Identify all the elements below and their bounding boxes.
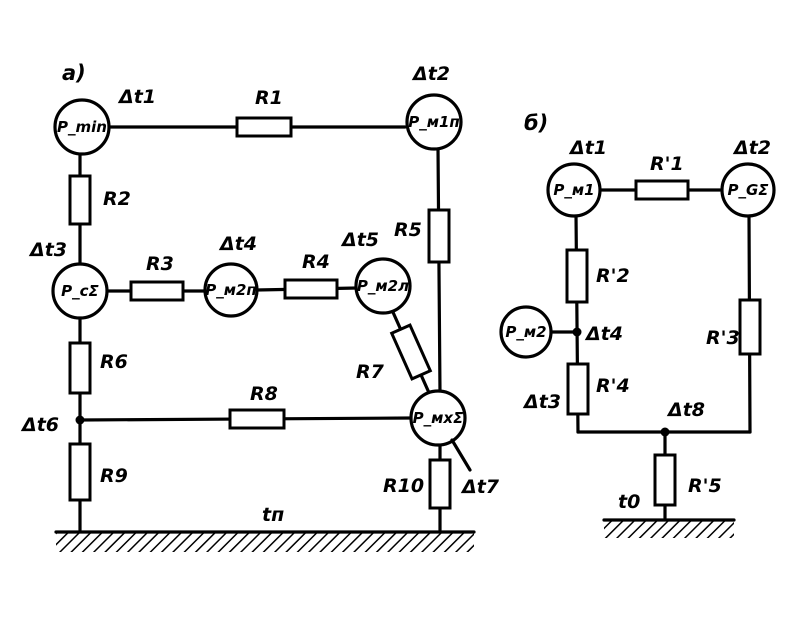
label-r6: R6 bbox=[100, 351, 128, 373]
node-pm2l: P_м2л bbox=[354, 257, 412, 315]
label-b-dt2: Δt2 bbox=[732, 137, 771, 159]
label-dt7: Δt7 bbox=[460, 476, 500, 498]
resistor-b-r5 bbox=[653, 453, 677, 507]
resistor-b-r3 bbox=[738, 298, 762, 356]
label-b-t0: t0 bbox=[618, 491, 640, 513]
wire-right bbox=[436, 146, 442, 395]
resistor-r2 bbox=[68, 174, 92, 226]
node-pmxs: P_мхΣ bbox=[409, 389, 467, 447]
resistor-r10 bbox=[428, 458, 452, 510]
label-b-r3: R'3 bbox=[706, 327, 740, 349]
ground-a-hatch bbox=[56, 532, 474, 552]
node-pm1n: P_м1п bbox=[405, 93, 463, 151]
junction-b-dt4 bbox=[572, 327, 582, 337]
panel-a-wires bbox=[78, 125, 442, 532]
node-pm2n-label: P_м2п bbox=[205, 281, 257, 299]
node-pcs: P_cΣ bbox=[51, 262, 109, 320]
resistor-r6 bbox=[68, 341, 92, 395]
panel-b-resistors bbox=[565, 179, 762, 507]
node-pcs-label: P_cΣ bbox=[61, 282, 99, 300]
label-b-r4: R'4 bbox=[596, 375, 630, 397]
label-r5: R5 bbox=[394, 219, 422, 241]
label-b-dt3: Δt3 bbox=[522, 391, 561, 413]
label-r2: R2 bbox=[103, 188, 131, 210]
panel-a-resistors bbox=[68, 116, 452, 510]
node-pm2n: P_м2п bbox=[203, 262, 259, 318]
node-pgs: P_GΣ bbox=[720, 162, 776, 218]
panel-a-label: а) bbox=[62, 61, 86, 85]
junction-dt6 bbox=[75, 415, 85, 425]
label-b-dt8: Δt8 bbox=[666, 399, 705, 421]
ground-b-hatch bbox=[604, 520, 734, 538]
resistor-r9 bbox=[68, 442, 92, 502]
label-r9: R9 bbox=[100, 465, 128, 487]
resistor-b-r1 bbox=[634, 179, 690, 201]
label-b-r2: R'2 bbox=[596, 265, 630, 287]
resistor-r5 bbox=[427, 208, 451, 264]
label-r4: R4 bbox=[302, 251, 330, 273]
label-dt1: Δt1 bbox=[117, 86, 156, 108]
label-dt5: Δt5 bbox=[340, 229, 379, 251]
leader-dt7 bbox=[450, 438, 472, 472]
resistor-r8 bbox=[228, 408, 286, 430]
label-b-dt1: Δt1 bbox=[568, 137, 607, 159]
node-pmin: P_min bbox=[53, 98, 111, 156]
junction-b-dt8 bbox=[660, 427, 670, 437]
panel-b: б) P_м1 bbox=[499, 111, 776, 538]
node-pmxs-label: P_мхΣ bbox=[413, 409, 464, 427]
label-dt6: Δt6 bbox=[20, 414, 59, 436]
label-r8: R8 bbox=[250, 383, 278, 405]
label-r3: R3 bbox=[146, 253, 174, 275]
resistor-r4 bbox=[283, 278, 339, 300]
node-pgs-label: P_GΣ bbox=[727, 181, 769, 199]
resistor-r3 bbox=[129, 280, 185, 302]
resistor-b-r2 bbox=[565, 248, 589, 304]
ground-b bbox=[602, 518, 736, 538]
node-pm1n-label: P_м1п bbox=[408, 113, 460, 131]
resistor-b-r4 bbox=[566, 362, 590, 416]
node-pm1: P_м1 bbox=[546, 162, 602, 218]
label-dt2: Δt2 bbox=[411, 63, 450, 85]
label-dt3: Δt3 bbox=[28, 239, 67, 261]
node-pmin-label: P_min bbox=[57, 118, 107, 136]
ground-a bbox=[54, 530, 476, 552]
resistor-r7 bbox=[389, 323, 433, 381]
label-b-r1: R'1 bbox=[650, 153, 684, 175]
label-b-dt4: Δt4 bbox=[584, 323, 623, 345]
label-tn: tп bbox=[262, 504, 284, 526]
resistor-r1 bbox=[235, 116, 293, 138]
panel-a: а) bbox=[20, 61, 500, 552]
node-pm2-label: P_м2 bbox=[505, 323, 546, 341]
label-r1: R1 bbox=[255, 87, 283, 109]
label-r7: R7 bbox=[356, 361, 385, 383]
panel-b-label: б) bbox=[524, 111, 548, 135]
label-dt4: Δt4 bbox=[218, 233, 257, 255]
node-pm2l-label: P_м2л bbox=[357, 277, 409, 295]
label-b-r5: R'5 bbox=[688, 475, 722, 497]
node-pm2: P_м2 bbox=[499, 305, 553, 359]
panel-b-wires bbox=[548, 188, 752, 520]
label-r10: R10 bbox=[383, 475, 424, 497]
node-pm1-label: P_м1 bbox=[553, 181, 594, 199]
